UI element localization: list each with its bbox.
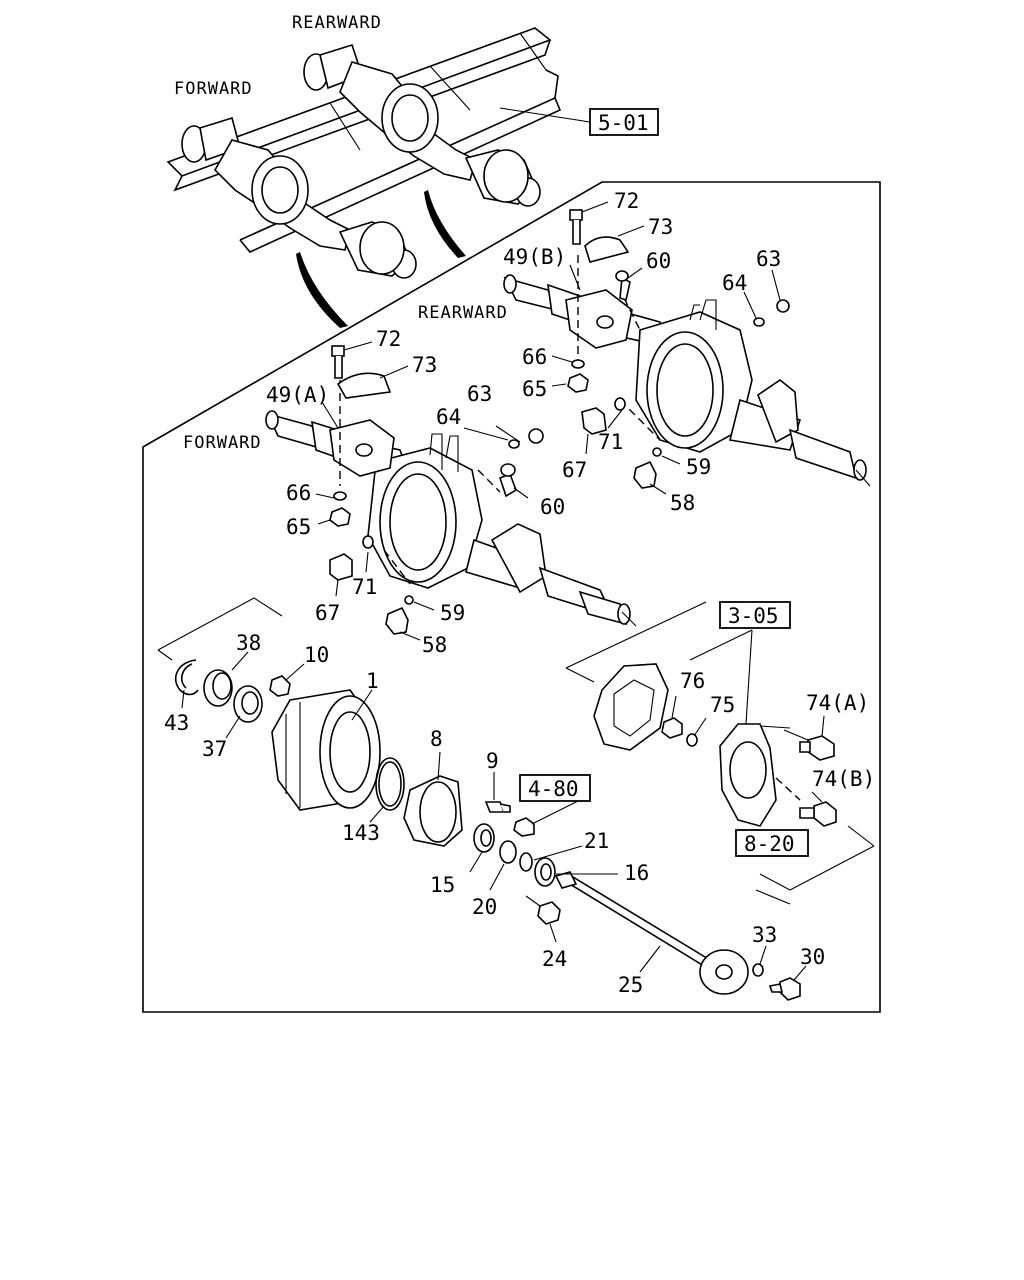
callout-9[interactable]: 9 [486, 749, 499, 773]
callout-71-rear[interactable]: 71 [598, 430, 623, 454]
chassis-overview [166, 27, 591, 328]
forward-axle-housing [265, 380, 637, 627]
callout-25[interactable]: 25 [618, 973, 643, 997]
callout-58-rear[interactable]: 58 [670, 491, 695, 515]
forward-label-mid: FORWARD [183, 433, 262, 453]
callout-60-front[interactable]: 60 [540, 495, 565, 519]
ref-box-3-05[interactable] [719, 601, 791, 629]
forward-fasteners [329, 345, 544, 635]
callout-75[interactable]: 75 [710, 693, 735, 717]
callout-74a[interactable]: 74(A) [806, 691, 869, 715]
callout-65-rear[interactable]: 65 [522, 377, 547, 401]
callout-43[interactable]: 43 [164, 711, 189, 735]
hub-leaders [181, 651, 807, 981]
rearward-fasteners [567, 209, 790, 489]
callout-76[interactable]: 76 [680, 669, 705, 693]
callout-38[interactable]: 38 [236, 631, 261, 655]
callout-33[interactable]: 33 [752, 923, 777, 947]
callout-67-front[interactable]: 67 [315, 601, 340, 625]
forward-label-top: FORWARD [174, 79, 253, 99]
callout-72-front[interactable]: 72 [376, 327, 401, 351]
callout-63-rear[interactable]: 63 [756, 247, 781, 271]
callout-67-rear[interactable]: 67 [562, 458, 587, 482]
callout-66-rear[interactable]: 66 [522, 345, 547, 369]
callout-73-front[interactable]: 73 [412, 353, 437, 377]
callout-37[interactable]: 37 [202, 737, 227, 761]
callout-8[interactable]: 8 [430, 727, 443, 751]
ref-label-4-80: 4-80 [528, 777, 579, 801]
callout-16[interactable]: 16 [624, 861, 649, 885]
callout-1[interactable]: 1 [366, 669, 379, 693]
rearward-label-mid: REARWARD [418, 303, 508, 323]
callout-72-rear[interactable]: 72 [614, 189, 639, 213]
callout-65-front[interactable]: 65 [286, 515, 311, 539]
rearward-axle-overview [303, 44, 541, 207]
main-frame [142, 181, 881, 1013]
callout-73-rear[interactable]: 73 [648, 215, 673, 239]
callout-49b[interactable]: 49(B) [503, 245, 566, 269]
callout-66-front[interactable]: 66 [286, 481, 311, 505]
callout-15[interactable]: 15 [430, 873, 455, 897]
ref-label-8-20: 8-20 [744, 832, 795, 856]
rearward-axle-housing [503, 255, 871, 487]
ref-box-4-80[interactable] [519, 774, 591, 802]
forward-leaders [315, 341, 529, 641]
ref-label-5-01: 5-01 [598, 111, 649, 135]
callout-74b[interactable]: 74(B) [812, 767, 875, 791]
callout-24[interactable]: 24 [542, 947, 567, 971]
rearward-label-top: REARWARD [292, 13, 382, 33]
callout-63-front[interactable]: 63 [467, 382, 492, 406]
callout-143[interactable]: 143 [342, 821, 380, 845]
callout-58-front[interactable]: 58 [422, 633, 447, 657]
callout-64-front[interactable]: 64 [436, 405, 461, 429]
ref-label-3-05: 3-05 [728, 604, 779, 628]
ref-box-8-20[interactable] [735, 829, 809, 857]
callout-20[interactable]: 20 [472, 895, 497, 919]
callout-49a[interactable]: 49(A) [266, 383, 329, 407]
callout-64-rear[interactable]: 64 [722, 271, 747, 295]
forward-axle-overview [181, 116, 417, 279]
callout-71-front[interactable]: 71 [352, 575, 377, 599]
callout-59-rear[interactable]: 59 [686, 455, 711, 479]
callout-59-front[interactable]: 59 [440, 601, 465, 625]
hub-group [157, 597, 801, 1001]
callout-30[interactable]: 30 [800, 945, 825, 969]
rearward-leaders [551, 201, 781, 495]
brake-leaders [671, 629, 825, 803]
callout-21[interactable]: 21 [584, 829, 609, 853]
callout-60-rear[interactable]: 60 [646, 249, 671, 273]
ref-box-5-01[interactable] [589, 108, 659, 136]
callout-10[interactable]: 10 [304, 643, 329, 667]
brake-group [565, 601, 875, 891]
